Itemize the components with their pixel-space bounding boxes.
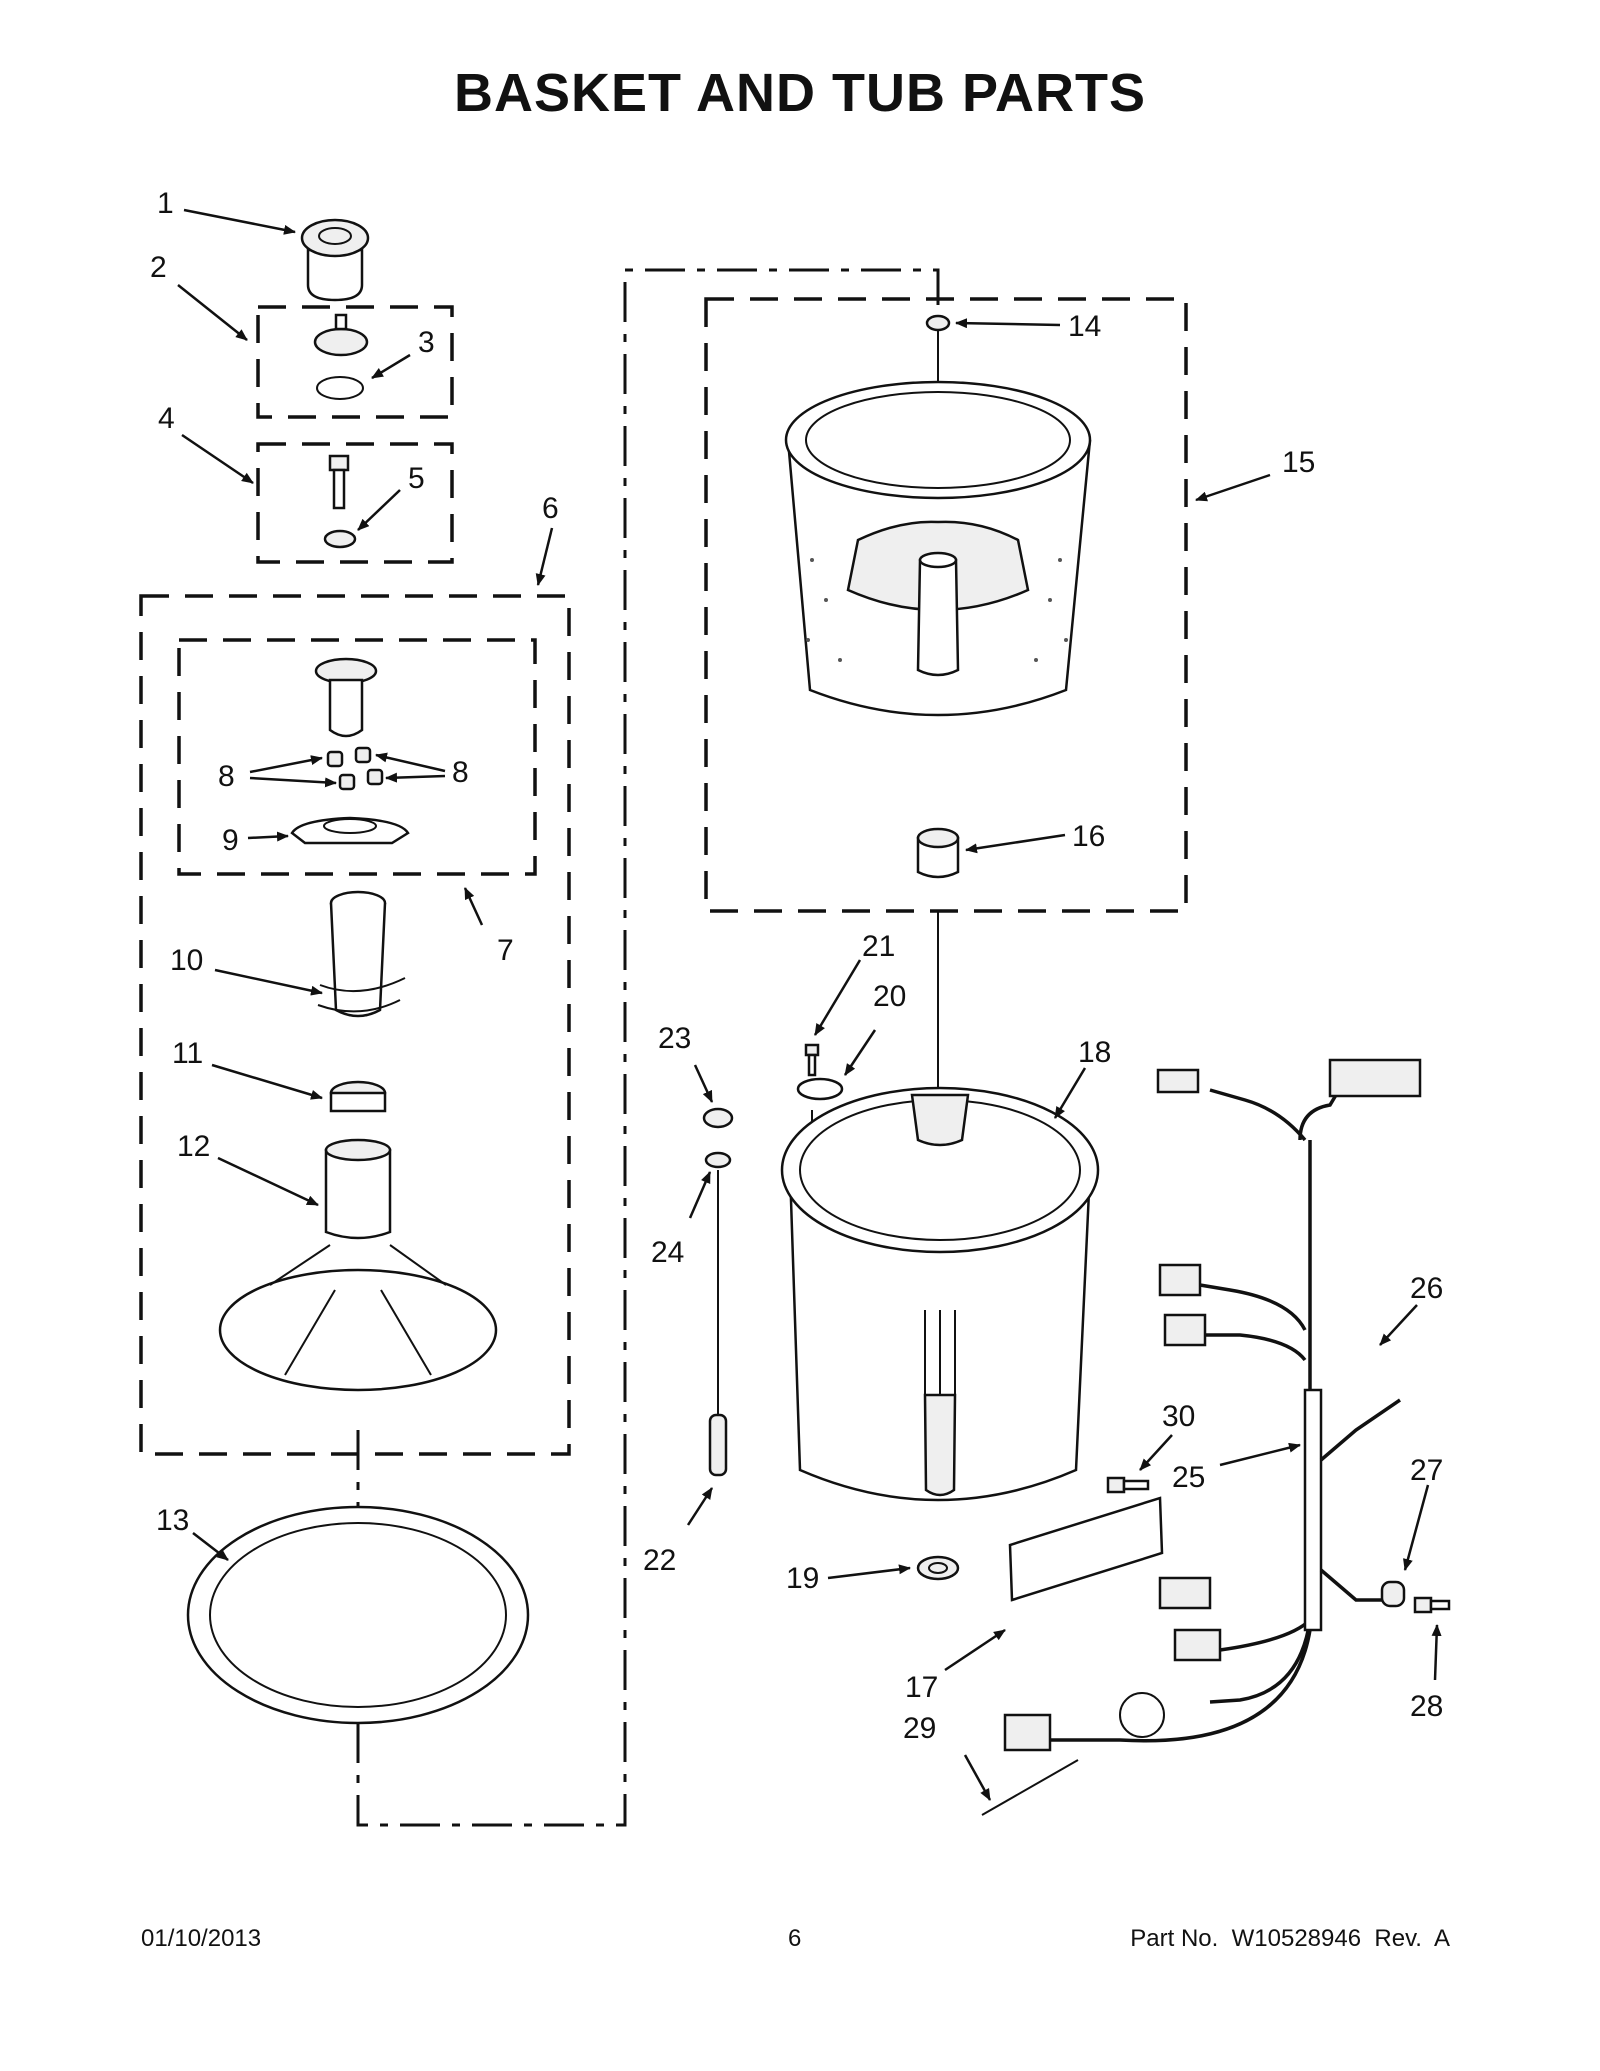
- part-11-bearing: [329, 1080, 387, 1113]
- footer-date: 01/10/2013: [141, 1925, 262, 1952]
- part-21-screw: [804, 1043, 820, 1077]
- part-30-screw: [1106, 1476, 1150, 1494]
- callout-8-right: 8: [452, 756, 469, 789]
- callout-20: 20: [873, 980, 906, 1013]
- callout-2: 2: [150, 251, 167, 284]
- part-12-impeller: [218, 1138, 498, 1392]
- part-8-dogs: [326, 746, 384, 791]
- callout-3: 3: [418, 326, 435, 359]
- callout-16: 16: [1072, 820, 1105, 853]
- part-19-seal: [916, 1555, 960, 1581]
- part-5-washer: [323, 529, 357, 549]
- callout-22: 22: [643, 1544, 676, 1577]
- callout-4: 4: [158, 402, 175, 435]
- callout-1: 1: [157, 187, 174, 220]
- callout-24: 24: [651, 1236, 684, 1269]
- footer-page-number: 6: [788, 1925, 802, 1952]
- part-3-o-ring: [316, 376, 364, 400]
- part-20-cover: [796, 1077, 844, 1101]
- callout-15: 15: [1282, 446, 1315, 479]
- assembly-line: [356, 268, 940, 1827]
- part-4-bolt: [328, 454, 350, 510]
- callout-28: 28: [1410, 1690, 1443, 1723]
- part-13-balance-ring: [186, 1505, 530, 1725]
- callout-11: 11: [172, 1037, 203, 1070]
- page-title: BASKET AND TUB PARTS: [454, 63, 1146, 123]
- callout-14: 14: [1068, 310, 1101, 343]
- group-box-2: [256, 305, 454, 419]
- callout-leaders: [177, 208, 1442, 1801]
- callout-21: 21: [862, 930, 895, 963]
- group-box-4: [256, 442, 454, 564]
- part-2-retainer: [313, 313, 369, 357]
- callout-29: 29: [903, 1712, 936, 1745]
- footer-part-number: Part No. W10528946 Rev. A: [1130, 1925, 1450, 1952]
- part-22-damper: [708, 1413, 728, 1477]
- callout-18: 18: [1078, 1036, 1111, 1069]
- callout-10: 10: [170, 944, 203, 977]
- part-15-basket: [784, 380, 1092, 717]
- part-24-pivot: [704, 1151, 732, 1169]
- part-23-cap: [702, 1107, 734, 1129]
- callout-25: 25: [1172, 1461, 1205, 1494]
- callout-9: 9: [222, 824, 239, 857]
- callout-5: 5: [408, 462, 425, 495]
- callout-23: 23: [658, 1022, 691, 1055]
- part-29-tie: [981, 1759, 1079, 1816]
- part-7-cam: [314, 657, 378, 738]
- part-28-screw: [1413, 1596, 1451, 1614]
- callout-19: 19: [786, 1562, 819, 1595]
- group-box-6: [139, 594, 571, 1456]
- part-16-hub: [916, 827, 960, 879]
- callout-6: 6: [542, 492, 559, 525]
- callout-8-left: 8: [218, 760, 235, 793]
- group-box-7: [177, 638, 537, 876]
- part-25-wire-harness: [1003, 1058, 1422, 1752]
- group-box-15: [704, 297, 1188, 913]
- callout-30: 30: [1162, 1400, 1195, 1433]
- part-14-nut: [925, 314, 951, 332]
- part-10-auger: [317, 890, 406, 1018]
- callout-26: 26: [1410, 1272, 1443, 1305]
- part-17-shield: [1008, 1496, 1164, 1602]
- callout-12: 12: [177, 1130, 210, 1163]
- callout-13: 13: [156, 1504, 189, 1537]
- part-18-tub: [780, 1086, 1100, 1502]
- callout-7: 7: [497, 934, 514, 967]
- part-9-retainer-ring: [290, 816, 410, 845]
- part-1-cap: [300, 218, 370, 302]
- callout-27: 27: [1410, 1454, 1443, 1487]
- part-27-clamp: [1380, 1580, 1406, 1608]
- callout-17: 17: [905, 1671, 938, 1704]
